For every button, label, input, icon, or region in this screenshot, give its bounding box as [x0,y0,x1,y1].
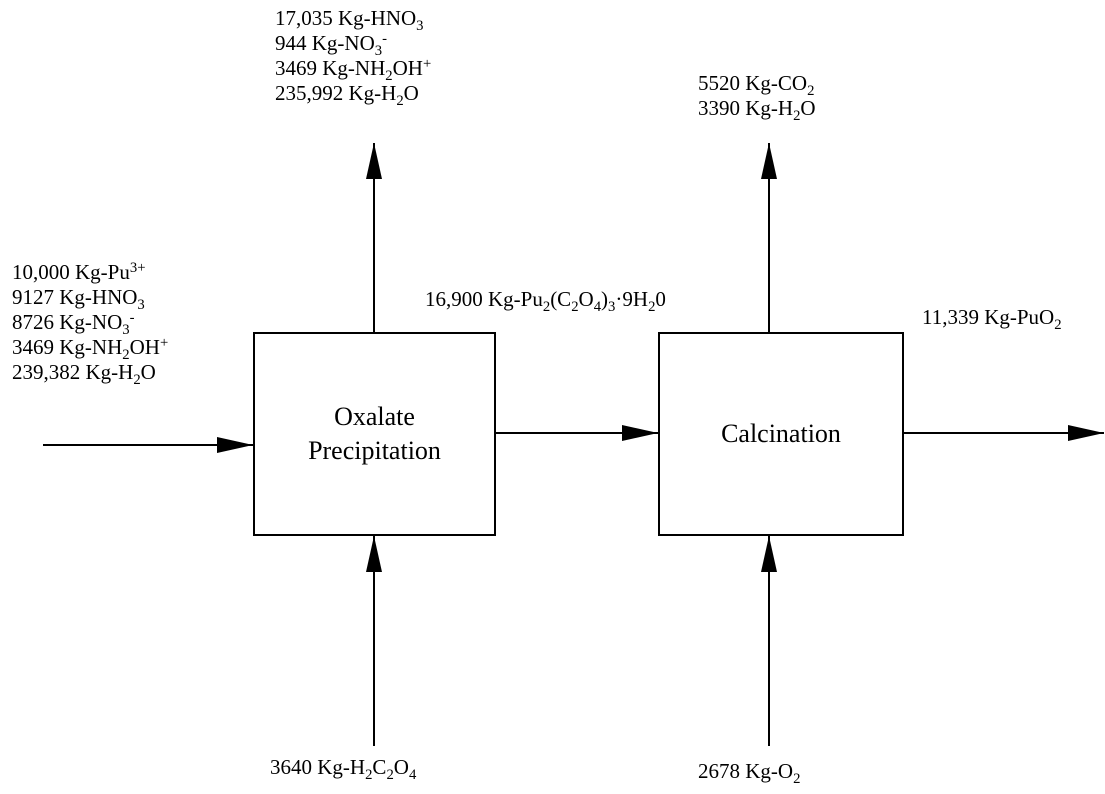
calcination-label: Calcination [721,419,841,449]
formula-segment: (C [550,287,572,311]
formula-segment: 2 [396,93,404,110]
formula-segment: 3469 Kg-NH [12,335,123,359]
formula-segment: 9127 Kg-HNO [12,285,138,309]
stream-line: 8726 Kg-NO3- [12,310,168,339]
stream-line: 16,900 Kg-Pu2(C2O4)3·9H20 [425,287,666,316]
stream-line: 235,992 Kg-H2O [275,81,431,110]
formula-segment: + [422,56,432,73]
formula-segment: - [382,31,387,48]
stream-line: 5520 Kg-CO2 [698,71,816,100]
formula-segment: 2 [542,299,551,316]
formula-segment: 4 [408,767,417,784]
oxygen-stream-label: 2678 Kg-O2 [698,759,801,788]
formula-segment: + [159,335,169,352]
formula-segment: 2 [365,767,373,784]
stream-line: 239,382 Kg-H2O [12,360,168,389]
formula-segment: 11,339 Kg-PuO [922,305,1055,329]
stream-line: 17,035 Kg-HNO3 [275,6,431,35]
formula-segment: - [129,310,135,327]
formula-segment: 239,382 Kg-H [12,360,134,384]
formula-segment: 2 [793,771,801,788]
formula-segment: 2 [571,299,579,316]
formula-segment: 3469 Kg-NH [275,56,386,80]
formula-segment: 3 [608,299,616,316]
formula-segment: OH [129,335,160,359]
formula-segment: 2678 Kg-O [698,759,794,783]
stream-line: 944 Kg-NO3- [275,31,431,60]
formula-segment: C [372,755,387,779]
formula-segment: 2 [1054,317,1062,334]
formula-segment: 17,035 Kg-HNO [275,6,417,30]
stream-line: 9127 Kg-HNO3 [12,285,168,314]
formula-segment: 2 [807,83,815,100]
formula-segment: 5520 Kg-CO [698,71,808,95]
formula-segment: 8726 Kg-NO [12,310,123,334]
formula-segment: O [578,287,594,311]
formula-segment: 235,992 Kg-H [275,81,397,105]
oxalate-label-line-1: Oxalate [334,402,415,432]
formula-segment: 3390 Kg-H [698,96,794,120]
formula-segment: OH [392,56,423,80]
formula-segment: ) [601,287,609,311]
formula-segment: 3640 Kg-H [270,755,366,779]
oxalic-acid-stream-label: 3640 Kg-H2C2O4 [270,755,417,784]
formula-segment: O [800,96,816,120]
oxalate-label-line-2: Precipitation [308,436,441,465]
calcination-box: Calcination [658,332,904,536]
formula-segment: 3 [122,322,130,339]
stream-line: 10,000 Kg-Pu3+ [12,260,168,285]
formula-segment: 2 [386,767,394,784]
formula-segment: 2 [122,347,130,364]
stream-line: 11,339 Kg-PuO2 [922,305,1062,334]
formula-segment: 3 [137,297,145,314]
stream-line: 3390 Kg-H2O [698,96,816,125]
stream-line: 3469 Kg-NH2OH+ [275,56,432,85]
formula-segment: 4 [593,299,602,316]
stream-line: 3640 Kg-H2C2O4 [270,755,417,784]
formula-segment: 16,900 Kg-Pu [425,287,543,311]
puo2-product-stream-label: 11,339 Kg-PuO2 [922,305,1062,334]
formula-segment: 2 [793,108,801,125]
formula-segment: O [393,755,409,779]
formula-segment: 944 Kg-NO [275,31,375,55]
stream-line: 2678 Kg-O2 [698,759,801,788]
formula-segment: O [403,81,419,105]
formula-segment: 0 [655,287,666,311]
formula-segment: 3 [416,18,424,35]
formula-segment: 3 [374,43,383,60]
oxalate-precipitation-box: Oxalate Precipitation [253,332,496,536]
formula-segment: 2 [385,68,393,85]
formula-segment: O [140,360,156,384]
formula-segment: ·9H [615,287,649,311]
stream-line: 3469 Kg-NH2OH+ [12,335,169,364]
formula-segment: 2 [133,372,141,389]
oxalate-product-stream-label: 16,900 Kg-Pu2(C2O4)3·9H20 [425,287,666,316]
formula-segment: 3+ [129,260,146,277]
formula-segment: 10,000 Kg-Pu [12,260,130,284]
formula-segment: 2 [648,299,656,316]
